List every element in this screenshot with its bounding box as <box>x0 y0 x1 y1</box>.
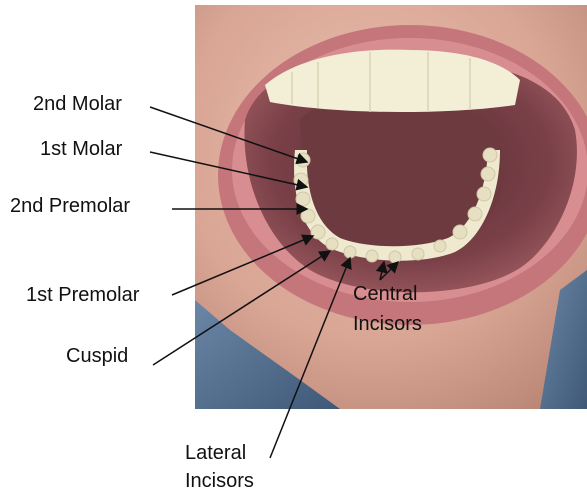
label-cuspid: Cuspid <box>66 345 128 367</box>
label-1st-premolar: 1st Premolar <box>26 284 139 306</box>
label-central-incisors-line2: Incisors <box>353 313 422 335</box>
label-central-incisors: Central Incisors <box>353 283 422 335</box>
label-1st-molar: 1st Molar <box>40 138 122 160</box>
label-lateral-incisors-line1: Lateral <box>185 442 254 464</box>
label-lateral-incisors: Lateral Incisors <box>185 442 254 492</box>
label-central-incisors-line1: Central <box>353 283 422 305</box>
label-2nd-premolar: 2nd Premolar <box>10 195 130 217</box>
label-lateral-incisors-line2: Incisors <box>185 470 254 492</box>
label-2nd-molar: 2nd Molar <box>33 93 122 115</box>
